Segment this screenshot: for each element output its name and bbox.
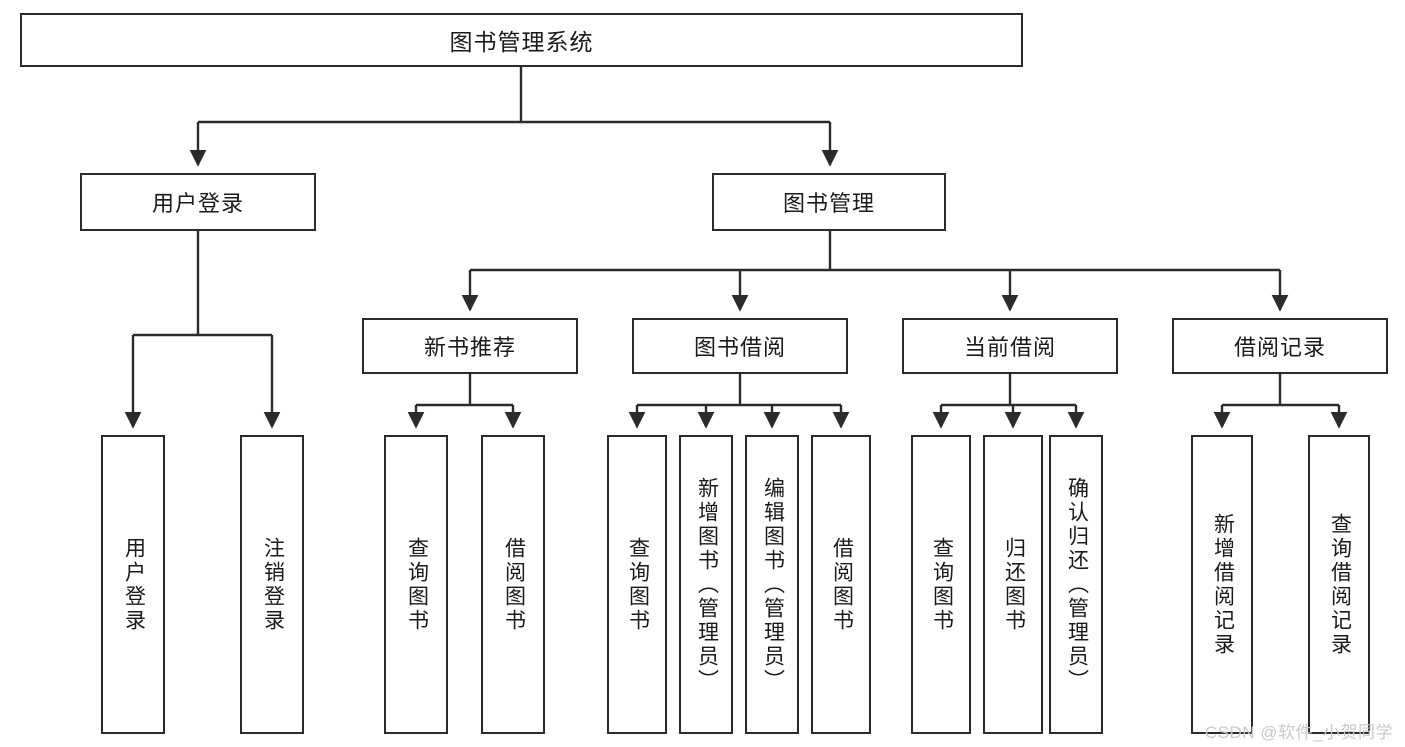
leaf-query-book-borrow-label: 查询图书 <box>626 536 650 633</box>
leaf-confirm-return-admin: 确认归还（管理员） <box>1049 435 1103 734</box>
leaf-query-book-borrow: 查询图书 <box>607 435 667 734</box>
node-user-login: 用户登录 <box>80 173 316 231</box>
leaf-user-login: 用户登录 <box>101 435 165 734</box>
node-root: 图书管理系统 <box>20 13 1023 67</box>
node-book-management-label: 图书管理 <box>782 191 875 216</box>
leaf-logout: 注销登录 <box>240 435 304 734</box>
leaf-edit-book-admin: 编辑图书（管理员） <box>745 435 799 734</box>
node-book-borrow-label: 图书借阅 <box>693 335 786 360</box>
leaf-edit-book-admin-label: 编辑图书（管理员） <box>761 476 785 693</box>
leaf-add-book-admin: 新增图书（管理员） <box>679 435 733 734</box>
node-user-login-label: 用户登录 <box>151 191 244 216</box>
node-current-borrow: 当前借阅 <box>902 318 1118 374</box>
node-current-borrow-label: 当前借阅 <box>963 335 1056 360</box>
leaf-return-book: 归还图书 <box>983 435 1043 734</box>
node-borrow-record: 借阅记录 <box>1172 318 1388 374</box>
leaf-confirm-return-admin-label: 确认归还（管理员） <box>1065 476 1089 693</box>
leaf-borrow-book-label: 借阅图书 <box>830 536 854 633</box>
node-borrow-record-label: 借阅记录 <box>1233 335 1326 360</box>
leaf-borrow-book-recommend: 借阅图书 <box>481 435 545 734</box>
leaf-add-book-admin-label: 新增图书（管理员） <box>695 476 719 693</box>
node-new-book-recommend-label: 新书推荐 <box>423 335 516 360</box>
node-new-book-recommend: 新书推荐 <box>362 318 578 374</box>
leaf-query-book-recommend-label: 查询图书 <box>405 536 429 633</box>
leaf-add-borrow-record: 新增借阅记录 <box>1191 435 1253 734</box>
leaf-query-borrow-record: 查询借阅记录 <box>1308 435 1370 734</box>
leaf-logout-label: 注销登录 <box>261 536 285 633</box>
node-book-borrow: 图书借阅 <box>632 318 848 374</box>
leaf-query-book-current-label: 查询图书 <box>930 536 954 633</box>
leaf-add-borrow-record-label: 新增借阅记录 <box>1211 512 1235 657</box>
node-root-label: 图书管理系统 <box>449 29 594 55</box>
leaf-query-borrow-record-label: 查询借阅记录 <box>1328 512 1352 657</box>
leaf-borrow-book: 借阅图书 <box>811 435 871 734</box>
node-book-management: 图书管理 <box>712 173 946 231</box>
leaf-borrow-book-recommend-label: 借阅图书 <box>502 536 526 633</box>
leaf-return-book-label: 归还图书 <box>1002 536 1026 633</box>
leaf-user-login-label: 用户登录 <box>122 536 146 633</box>
leaf-query-book-recommend: 查询图书 <box>384 435 448 734</box>
leaf-query-book-current: 查询图书 <box>911 435 971 734</box>
csdn-watermark: CSDN @软件_小贺同学 <box>1204 723 1393 742</box>
